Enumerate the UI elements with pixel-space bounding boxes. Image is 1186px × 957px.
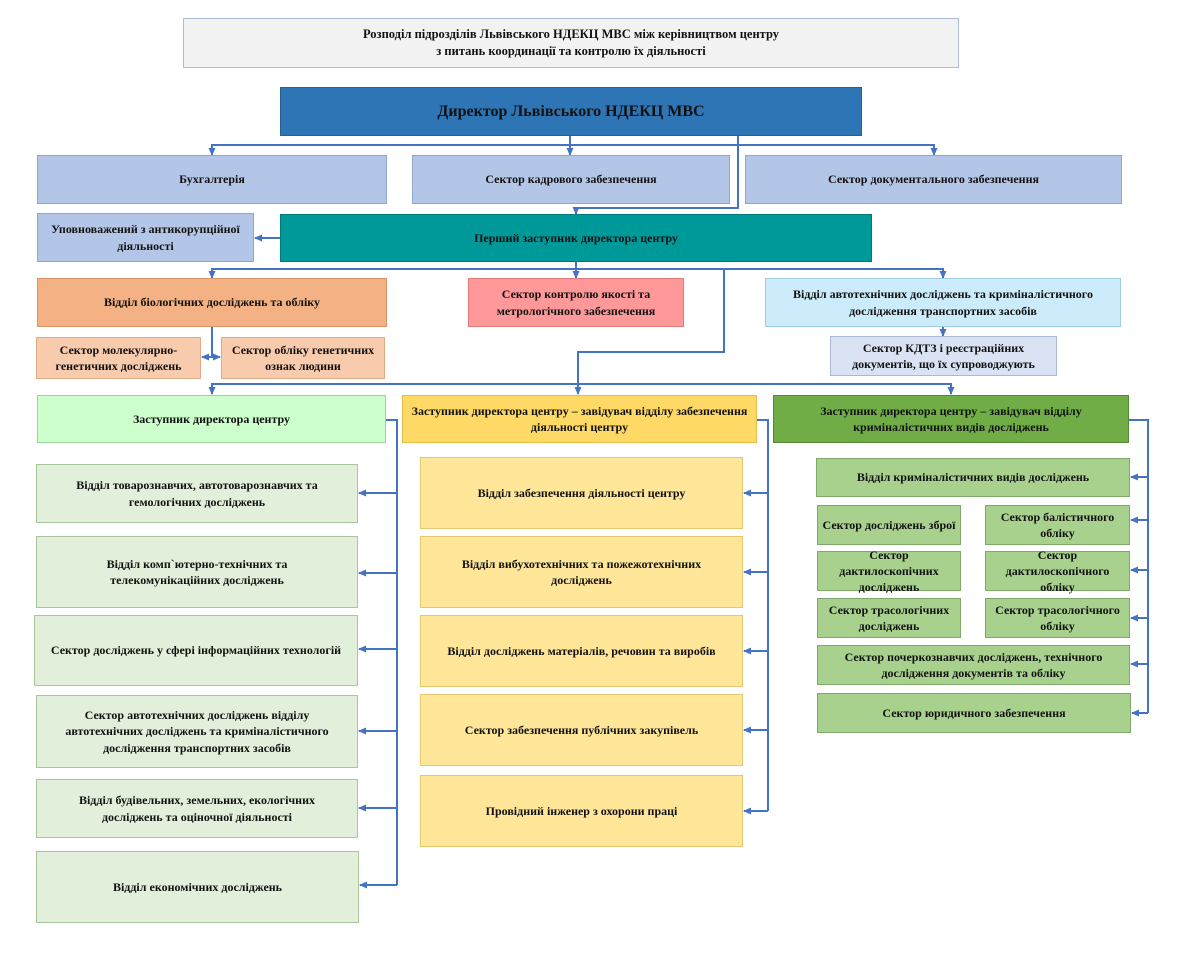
right-dept-forensic: Відділ криміналістичних видів досліджень — [816, 458, 1130, 497]
mid-unit-explosive: Відділ вибухотехнічних та пожежотехнічни… — [420, 536, 743, 608]
kdtz-sector-box: Сектор КДТЗ і реєстраційних документів, … — [830, 336, 1057, 376]
deputy-left-box: Заступник директора центру — [37, 395, 386, 443]
molecular-genetic-sector-box: Сектор молекулярно-генетичних досліджень — [36, 337, 201, 379]
mid-unit-materials: Відділ досліджень матеріалів, речовин та… — [420, 615, 743, 687]
autotech-dept-box: Відділ автотехнічних досліджень та кримі… — [765, 278, 1121, 327]
left-unit-construction: Відділ будівельних, земельних, екологічн… — [36, 779, 358, 838]
anticorruption-box: Уповноважений з антикорупційної діяльнос… — [37, 213, 254, 262]
mid-unit-procurement: Сектор забезпечення публічних закупівель — [420, 694, 743, 766]
accounting-box: Бухгалтерія — [37, 155, 387, 204]
mid-unit-labor-safety: Провідний інженер з охорони праці — [420, 775, 743, 847]
genetic-records-sector-box: Сектор обліку генетичних ознак людини — [221, 337, 385, 379]
right-sector-traso-records: Сектор трасологічного обліку — [985, 598, 1130, 638]
first-deputy-box: Перший заступник директора центру — [280, 214, 872, 262]
chart-title: Розподіл підрозділів Львівського НДЕКЦ М… — [183, 18, 959, 68]
deputy-right-box: Заступник директора центру – завідувач в… — [773, 395, 1129, 443]
right-sector-weapons: Сектор досліджень зброї — [817, 505, 961, 545]
right-sector-handwriting: Сектор почеркознавчих досліджень, техніч… — [817, 645, 1130, 685]
right-sector-traso: Сектор трасологічних досліджень — [817, 598, 961, 638]
right-sector-ballistic: Сектор балістичного обліку — [985, 505, 1130, 545]
left-unit-it: Сектор досліджень у сфері інформаційних … — [34, 615, 358, 686]
left-unit-commodity: Відділ товарознавчих, автотоварознавчих … — [36, 464, 358, 523]
left-unit-autotech: Сектор автотехнічних досліджень відділу … — [36, 695, 358, 768]
hr-sector-box: Сектор кадрового забезпечення — [412, 155, 730, 204]
chart-title-line-2: з питань координації та контролю їх діял… — [436, 44, 706, 58]
director-box: Директор Львівського НДЕКЦ МВС — [280, 87, 862, 136]
right-sector-dactylo: Сектор дактилоскопічних досліджень — [817, 548, 961, 594]
right-sector-legal: Сектор юридичного забезпечення — [817, 693, 1131, 733]
right-sector-dactylo-records: Сектор дактилоскопічного обліку — [985, 548, 1130, 594]
deputy-mid-box: Заступник директора центру – завідувач в… — [402, 395, 757, 443]
left-unit-computer: Відділ комп`ютерно-технічних та телекому… — [36, 536, 358, 608]
quality-sector-box: Сектор контролю якості та метрологічного… — [468, 278, 684, 327]
bio-dept-box: Відділ біологічних досліджень та обліку — [37, 278, 387, 327]
mid-unit-support: Відділ забезпечення діяльності центру — [420, 457, 743, 529]
left-unit-economic: Відділ економічних досліджень — [36, 851, 359, 923]
chart-title-line-1: Розподіл підрозділів Львівського НДЕКЦ М… — [362, 27, 779, 42]
documents-sector-box: Сектор документального забезпечення — [745, 155, 1122, 204]
